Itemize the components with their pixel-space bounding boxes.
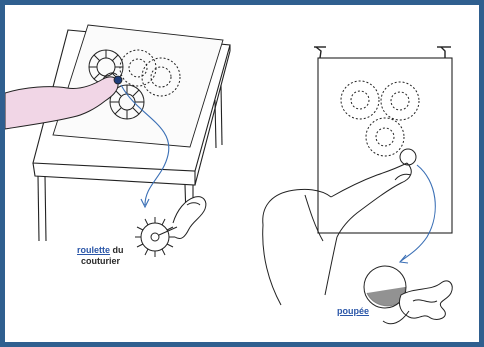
tracing-wheel-label: roulette du <box>77 245 124 256</box>
roulette-word: roulette <box>77 245 110 255</box>
tracing-wheel-point-icon <box>114 76 122 84</box>
pins <box>314 47 451 58</box>
pounce-bag-icon <box>364 266 452 324</box>
pinned-paper <box>318 58 452 233</box>
tracing-wheel-label-line2: couturier <box>81 256 120 267</box>
pounce-bag-label: poupée <box>337 306 369 317</box>
pouncing-illustration <box>5 5 479 342</box>
pounce-bag-small-icon <box>400 149 416 165</box>
roulette-du: du <box>113 245 124 255</box>
